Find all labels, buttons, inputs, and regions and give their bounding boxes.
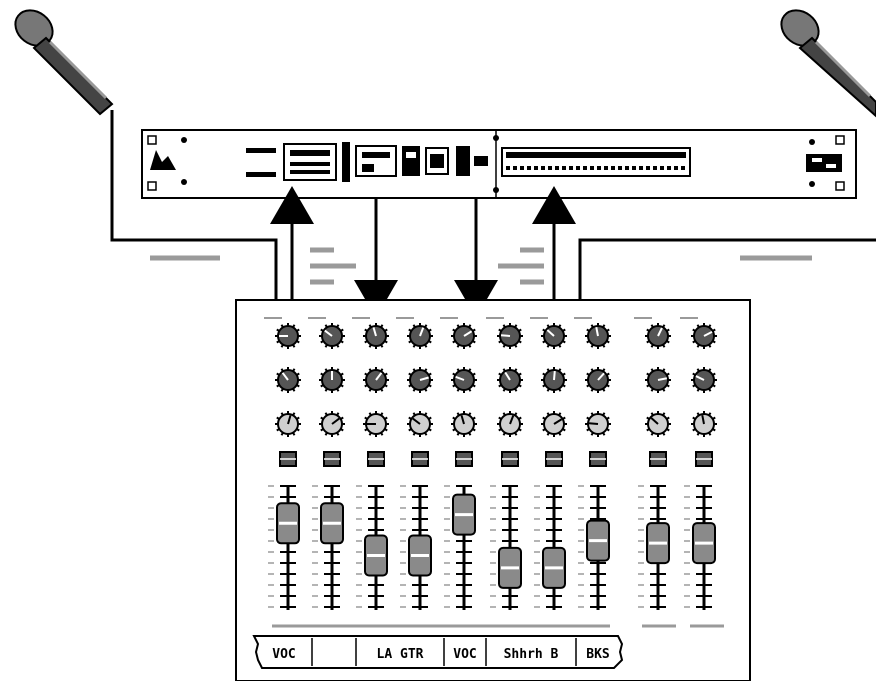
right-mic-cable [578,238,876,300]
channel-9-button[interactable] [649,451,667,467]
channel-2-button[interactable] [323,451,341,467]
channel-7-knob-2[interactable] [541,367,567,393]
channel-strip-1 [264,317,301,610]
channel-2-knob-2[interactable] [319,367,345,393]
channel-5-knob-3[interactable] [451,411,477,437]
channel-strip-3 [352,317,389,610]
channel-strip-7 [530,317,567,610]
rack-right-ear [806,135,845,191]
channel-8-fader[interactable] [578,485,610,610]
channel-5-knob-1[interactable] [451,323,477,349]
channel-1-knob-3[interactable] [275,411,301,437]
channel-3-button[interactable] [367,451,385,467]
channel-3-knob-1[interactable] [363,323,389,349]
channel-3-knob-3[interactable] [363,411,389,437]
channel-strip-2 [308,317,345,610]
channel-1-knob-1[interactable] [275,323,301,349]
channel-6-button[interactable] [501,451,519,467]
channel-9-knob-3[interactable] [645,411,671,437]
channel-8-knob-2[interactable] [585,367,611,393]
channel-6-fader[interactable] [490,485,522,610]
channel-8-knob-1[interactable] [585,323,611,349]
rack-front-panel [246,130,691,198]
mixer-channels [264,317,724,628]
scribble-label-5: Shhrh B [504,647,559,662]
channel-6-knob-1[interactable] [497,323,523,349]
channel-7-button[interactable] [545,451,563,467]
channel-1-button[interactable] [279,451,297,467]
channel-9-fader[interactable] [638,485,670,610]
channel-4-knob-3[interactable] [407,411,433,437]
channel-10-fader[interactable] [684,485,716,610]
channel-9-knob-1[interactable] [645,323,671,349]
channel-5-fader[interactable] [444,485,476,610]
channel-2-knob-1[interactable] [319,323,345,349]
channel-strip-4 [396,317,433,610]
channel-2-knob-3[interactable] [319,411,345,437]
channel-9-knob-2[interactable] [645,367,671,393]
rack-left-ear [147,135,187,191]
connection-cables [270,186,576,318]
channel-4-knob-1[interactable] [407,323,433,349]
channel-3-fader[interactable] [356,485,388,610]
send-arrow-left [270,186,314,300]
channel-8-button[interactable] [589,451,607,467]
channel-4-button[interactable] [411,451,429,467]
channel-7-knob-3[interactable] [541,411,567,437]
scribble-label-4: VOC [453,647,476,662]
channel-1-fader[interactable] [268,485,300,610]
channel-strip-10 [680,317,717,610]
channel-strip-6 [486,317,523,610]
channel-8-knob-3[interactable] [585,411,611,437]
cable-marker-lines [310,247,544,285]
channel-4-knob-2[interactable] [407,367,433,393]
scribble-label-3: LA GTR [377,647,424,662]
channel-4-fader[interactable] [400,485,432,610]
channel-5-button[interactable] [455,451,473,467]
channel-1-knob-2[interactable] [275,367,301,393]
channel-6-knob-3[interactable] [497,411,523,437]
channel-10-knob-2[interactable] [691,367,717,393]
channel-5-knob-2[interactable] [451,367,477,393]
channel-7-fader[interactable] [534,485,566,610]
left-mic-cable [110,110,278,300]
channel-10-knob-3[interactable] [691,411,717,437]
send-arrow-right [532,186,576,300]
channel-10-button[interactable] [695,451,713,467]
channel-strip-8 [574,317,611,610]
channel-strip-5 [440,317,477,610]
channel-2-fader[interactable] [312,485,344,610]
scribble-label-1: VOC [272,647,295,662]
channel-3-knob-2[interactable] [363,367,389,393]
mixer-console: VOC LA GTR VOC Shhrh B BKS [235,299,751,681]
channel-10-knob-1[interactable] [691,323,717,349]
right-microphone-icon [780,9,876,118]
rack-unit [141,129,857,199]
channel-strip-9 [634,317,671,610]
channel-7-knob-1[interactable] [541,323,567,349]
left-microphone-icon [14,9,114,116]
channel-6-knob-2[interactable] [497,367,523,393]
scribble-label-6: BKS [586,647,610,662]
scribble-strip: VOC LA GTR VOC Shhrh B BKS [252,635,624,669]
